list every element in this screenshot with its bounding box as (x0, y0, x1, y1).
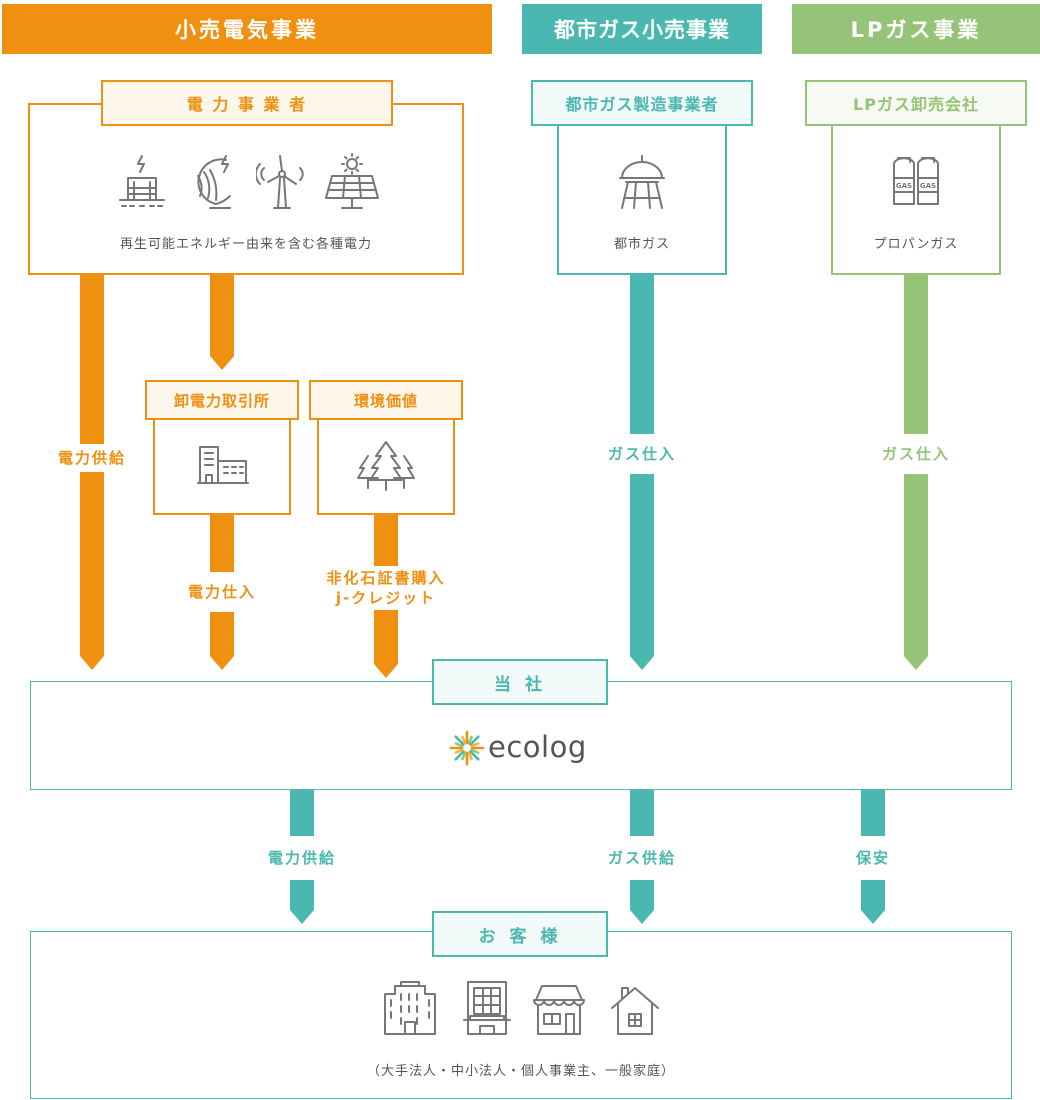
logo-ray (467, 751, 473, 761)
tank-label-right: GAS (920, 182, 936, 190)
trees-icon (357, 441, 415, 491)
office-tower-icon (384, 981, 436, 1035)
hydro-plant-icon (197, 155, 231, 209)
arrow-to-exchange-head (210, 356, 234, 370)
label-certificates-line2: j-クレジット (335, 589, 437, 607)
label-out-safety: 保安 (833, 836, 913, 880)
arrow-out-gas-head (630, 910, 654, 924)
logo-ray (454, 748, 464, 754)
shop-icon (533, 985, 585, 1035)
logo-ray (454, 750, 465, 761)
arrow-power-supply-head (80, 656, 104, 670)
label-certificates-line1: 非化石証書購入 (326, 569, 446, 587)
customers-box (30, 931, 1012, 1099)
logo-ray (461, 751, 467, 761)
apartment-icon (463, 981, 511, 1035)
environment-tag: 環境価値 (309, 380, 463, 420)
propane-cylinders-icon: GAS GAS (893, 157, 939, 205)
exchange-tag: 卸電力取引所 (145, 380, 299, 420)
city-gas-caption: 都市ガス (613, 237, 670, 252)
arrow-out-safety-head (861, 910, 885, 924)
tank-label-left: GAS (896, 182, 912, 190)
header-lp-gas: LPガス事業 (792, 4, 1040, 54)
header-electric: 小売電気事業 (2, 4, 492, 54)
label-certificates: 非化石証書購入 j-クレジット (306, 566, 466, 610)
arrow-city-gas-head (630, 656, 654, 670)
company-tag: 当 社 (432, 659, 608, 705)
label-power-purchase: 電力仕入 (174, 572, 270, 612)
propane-caption: プロパンガス (873, 237, 959, 252)
gas-tank-icon (619, 155, 665, 209)
arrow-out-power-head (290, 910, 314, 924)
label-lp-gas-purchase: ガス仕入 (866, 434, 966, 474)
logo-ray (454, 742, 464, 748)
power-supplier-caption: 再生可能エネルギー由来を含む各種電力 (119, 237, 372, 252)
customers-caption: （大手法人・中小法人・個人事業主、一般家庭） (366, 1064, 675, 1079)
building-icon (197, 446, 249, 484)
power-supplier-tag: 電 力 事 業 者 (101, 80, 393, 126)
arrow-to-exchange-shaft (210, 274, 234, 356)
company-logo-text: ecolog (488, 730, 587, 764)
logo-ray (469, 735, 480, 746)
solar-panel-icon (325, 153, 379, 209)
ecolog-logo-icon (449, 730, 485, 766)
header-city-gas: 都市ガス小売事業 (522, 4, 762, 54)
thermal-plant-icon (119, 155, 165, 207)
arrow-exchange-out-head (210, 656, 234, 670)
label-power-supply: 電力供給 (44, 444, 140, 472)
power-supplier-box (28, 103, 464, 275)
customers-tag: お 客 様 (432, 911, 608, 957)
logo-ray (470, 742, 480, 748)
logo-ray (461, 735, 467, 745)
label-out-gas: ガス供給 (592, 836, 692, 880)
logo-ray (467, 735, 473, 745)
lp-wholesaler-box (831, 103, 1001, 275)
label-city-gas-purchase: ガス仕入 (592, 434, 692, 474)
logo-ray (470, 748, 480, 754)
arrow-environment-out-head (374, 664, 398, 678)
city-gas-maker-tag: 都市ガス製造事業者 (531, 80, 753, 126)
label-out-power: 電力供給 (252, 836, 352, 880)
logo-ray (454, 735, 465, 746)
arrow-lp-gas-head (904, 656, 928, 670)
logo-ray (469, 750, 480, 761)
lp-wholesaler-tag: LPガス卸売会社 (805, 80, 1027, 126)
wind-turbine-icon (256, 155, 304, 209)
house-icon (611, 987, 659, 1035)
